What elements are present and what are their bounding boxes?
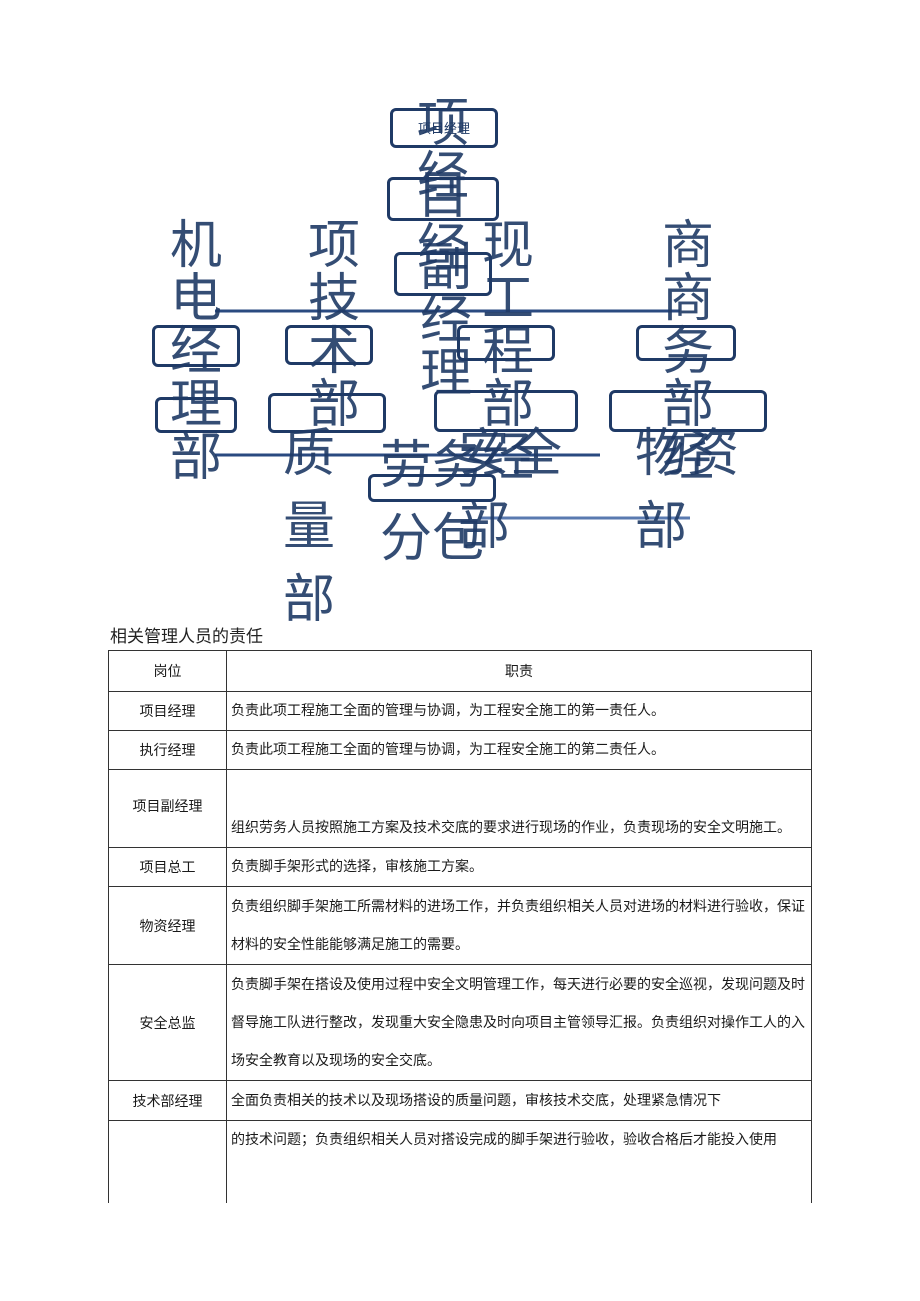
box-wuzi [609,390,767,432]
cell-duty: 的技术问题；负责组织相关人员对搭设完成的脚手架进行验收，验收合格后才能投入使用 [226,1120,812,1203]
table-row: 项目副经理 组织劳务人员按照施工方案及技术交底的要求进行现场的作业，负责现场的安… [108,769,812,848]
cell-duty: 负责此项工程施工全面的管理与协调，为工程安全施工的第一责任人。 [226,691,812,731]
label-dept-zhiliang: 质量部 [283,424,336,630]
table-row: 安全总监 负责脚手架在搭设及使用过程中安全文明管理工作，每天进行必要的安全巡视，… [108,964,812,1081]
table-row: 技术部经理 全面负责相关的技术以及现场搭设的质量问题，审核技术交底，处理紧急情况… [108,1080,812,1121]
responsibility-table: 岗位 职责 项目经理 负责此项工程施工全面的管理与协调，为工程安全施工的第一责任… [108,650,812,1203]
label-dept-anquan: 安全部 [458,424,563,557]
cell-position: 安全总监 [108,964,227,1081]
cell-position: 项目总工 [108,847,227,887]
label-dept-jishu: 项技术部 [307,216,360,436]
table-header-row: 岗位 职责 [108,650,812,692]
box-anquan [434,390,578,432]
cell-duty: 负责此项工程施工全面的管理与协调，为工程安全施工的第二责任人。 [226,730,812,770]
header-position: 岗位 [108,650,227,692]
label-top-stack: 项经 [416,94,469,208]
label-vice-stack: 副经理 [419,238,472,405]
table-row: 项目总工 负责脚手架形式的选择，审核施工方案。 [108,847,812,887]
label-dept-laowu: 劳务分包 [380,436,485,569]
cell-duty: 组织劳务人员按照施工方案及技术交底的要求进行现场的作业，负责现场的安全文明施工。 [226,769,812,848]
label-dept-gongcheng: 现工程部经 [481,216,534,489]
cell-position: 物资经理 [108,886,227,965]
header-duty: 职责 [226,650,812,692]
cell-duty: 负责组织脚手架施工所需材料的进场工作，并负责组织相关人员对进场的材料进行验收，保… [226,886,812,965]
table-row: 物资经理 负责组织脚手架施工所需材料的进场工作，并负责组织相关人员对进场的材料进… [108,886,812,965]
cell-position: 执行经理 [108,730,227,770]
label-top-small: 项目经理 [418,122,471,137]
cell-position: 项目经理 [108,691,227,731]
org-chart-connectors [215,309,690,520]
box-gongcheng [457,325,555,361]
box-jishu [285,325,373,365]
org-chart: 项目经理 项经 目经 副经理 机电经理部 项技术部 现工程部经 商商务部经 质量… [0,0,920,630]
table-row: 的技术问题；负责组织相关人员对搭设完成的脚手架进行验收，验收合格后才能投入使用 [108,1120,812,1203]
box-executive-manager [387,177,499,221]
table-row: 项目经理 负责此项工程施工全面的管理与协调，为工程安全施工的第一责任人。 [108,691,812,731]
label-dept-wuzi: 物资部 [635,424,740,557]
label-dept-shangwu: 商商务部经 [661,216,714,489]
box-project-manager [390,108,498,148]
cell-duty: 负责脚手架在搭设及使用过程中安全文明管理工作，每天进行必要的安全巡视，发现问题及… [226,964,812,1081]
box-vice-manager [394,252,492,296]
label-dept-jidian: 机电经理部 [169,216,222,489]
cell-duty: 负责脚手架形式的选择，审核施工方案。 [226,847,812,887]
section-title: 相关管理人员的责任 [110,627,263,647]
box-laowu [368,474,496,502]
box-jidian [152,325,240,367]
box-jidian-2 [155,397,237,433]
cell-position: 项目副经理 [108,769,227,848]
table-row: 执行经理 负责此项工程施工全面的管理与协调，为工程安全施工的第二责任人。 [108,730,812,770]
cell-position: 技术部经理 [108,1080,227,1121]
label-exec-stack: 目经 [416,166,469,280]
cell-duty: 全面负责相关的技术以及现场搭设的质量问题，审核技术交底，处理紧急情况下 [226,1080,812,1121]
box-zhiliang [268,393,386,433]
box-shangwu [636,325,736,361]
cell-position [108,1120,227,1203]
